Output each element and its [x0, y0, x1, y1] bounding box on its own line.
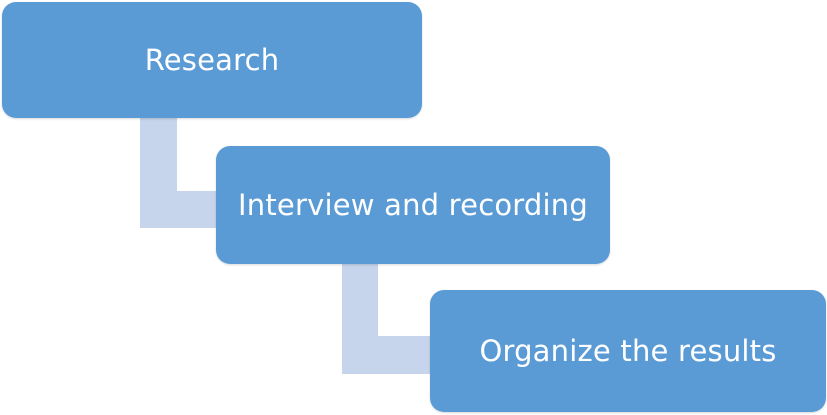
step-label: Research [144, 43, 280, 77]
connector-2-horizontal [342, 336, 430, 374]
step-research: Research [2, 2, 422, 118]
step-interview-and-recording: Interview and recording [216, 146, 610, 264]
step-organize-results: Organize the results [430, 290, 826, 412]
step-label: Interview and recording [238, 188, 588, 222]
connector-1-horizontal [140, 191, 216, 228]
step-label: Organize the results [479, 334, 777, 368]
